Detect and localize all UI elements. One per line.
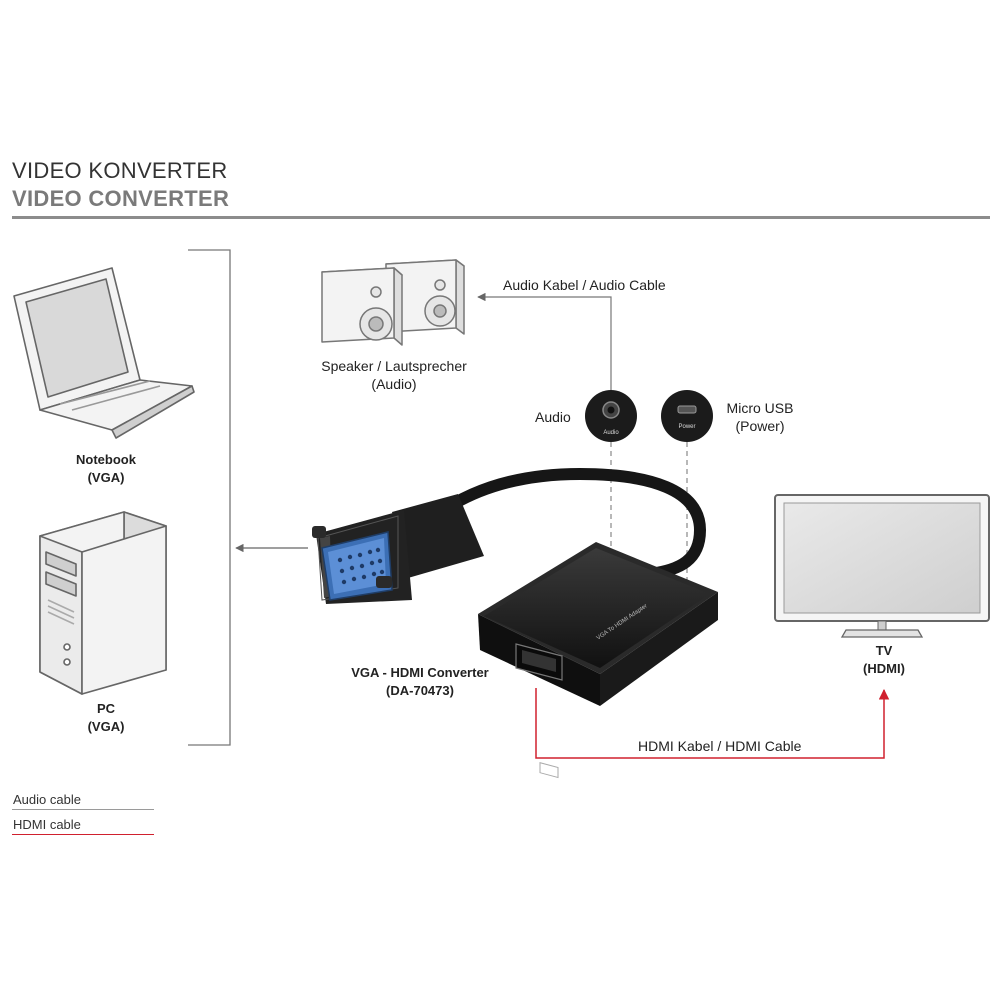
audio-cable-label: Audio Kabel / Audio Cable <box>503 277 666 293</box>
vga-plug <box>312 494 484 604</box>
micro-usb-label: Micro USB (Power) <box>718 399 802 435</box>
micro-usb-name: Micro USB <box>726 400 794 416</box>
legend-audio-text: Audio cable <box>13 792 81 807</box>
micro-usb-sub: (Power) <box>735 418 785 434</box>
speaker-port: (Audio) <box>371 376 417 392</box>
adapter-cable <box>424 467 707 580</box>
vga-hdmi-adapter-body <box>478 542 718 779</box>
pc-name: PC <box>96 701 116 716</box>
title-english: VIDEO CONVERTER <box>12 186 230 211</box>
tv-port: (HDMI) <box>863 661 905 676</box>
legend-hdmi-text: HDMI cable <box>13 817 81 832</box>
title-german: VIDEO KONVERTER <box>12 158 228 183</box>
audio-jack-text: Audio <box>603 430 619 436</box>
title-divider <box>12 216 990 219</box>
pc-port: (VGA) <box>87 719 125 734</box>
speaker-name: Speaker / Lautsprecher <box>321 358 467 374</box>
audio-jack-callout <box>585 390 637 442</box>
tv-icon <box>774 494 990 638</box>
converter-model: (DA-70473) <box>386 683 454 698</box>
pc-tower-icon <box>39 511 167 695</box>
hdmi-cable-label: HDMI Kabel / HDMI Cable <box>638 738 802 754</box>
notebook-label: Notebook (VGA) <box>58 451 154 487</box>
audio-port-label: Audio <box>535 409 571 425</box>
tv-name: TV <box>875 643 893 658</box>
pc-label: PC (VGA) <box>58 700 154 736</box>
micro-usb-callout <box>661 390 713 442</box>
tv-label: TV (HDMI) <box>844 642 924 678</box>
converter-label: VGA - HDMI Converter (DA-70473) <box>330 664 510 700</box>
notebook-name: Notebook <box>76 452 136 467</box>
source-bracket <box>188 249 231 746</box>
speaker-icon <box>321 259 465 346</box>
micro-usb-jack-text: Power <box>678 424 695 430</box>
legend-audio-line <box>12 809 154 810</box>
converter-name: VGA - HDMI Converter <box>351 665 489 680</box>
audio-cable-line <box>477 292 612 390</box>
notebook-port: (VGA) <box>87 470 125 485</box>
hdmi-cable-line <box>535 688 890 759</box>
speaker-label: Speaker / Lautsprecher (Audio) <box>305 357 483 393</box>
legend-hdmi-line <box>12 834 154 835</box>
notebook-icon <box>13 267 195 439</box>
